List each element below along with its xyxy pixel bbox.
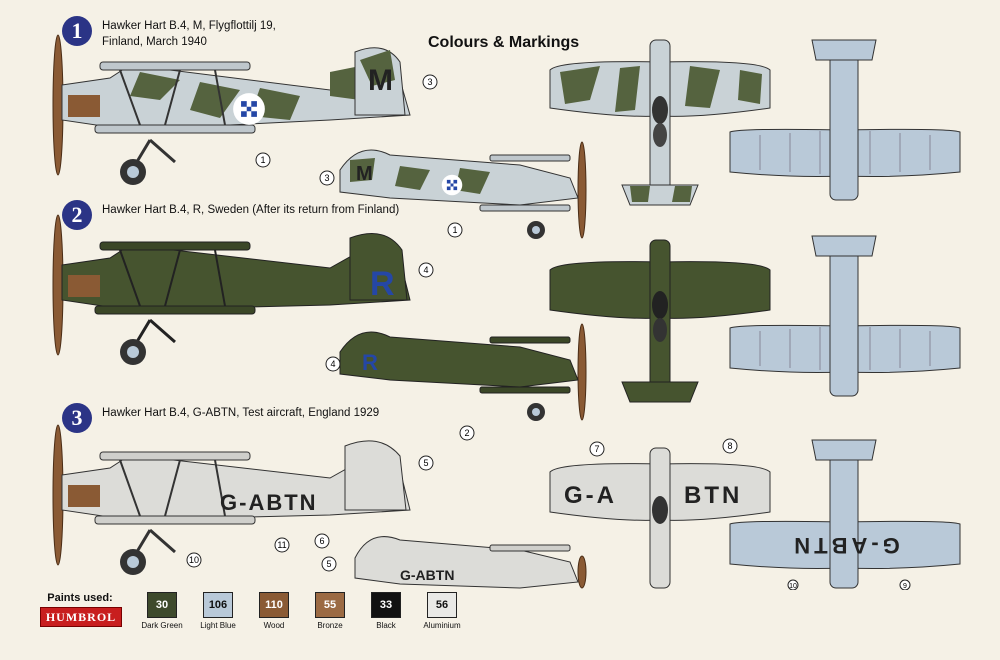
scheme-2-underside-view: [729, 235, 961, 397]
scheme-1-code-large: M: [368, 64, 393, 97]
paint-name: Aluminium: [423, 621, 461, 630]
scheme-3-code-large: G-ABTN: [220, 490, 318, 515]
svg-text:1: 1: [260, 155, 265, 165]
svg-text:6: 6: [319, 536, 324, 546]
scheme-3-wing-left-code: G-A: [564, 482, 617, 509]
svg-text:11: 11: [277, 540, 286, 550]
scheme-2-side-view: R: [52, 214, 411, 365]
svg-text:4: 4: [330, 359, 335, 369]
scheme-2-code-large: R: [370, 265, 395, 303]
humbrol-logo: HUMBROL: [40, 607, 122, 627]
scheme-3-top-view: G-A BTN: [549, 447, 771, 589]
scheme-3-port-view: G-ABTN: [354, 536, 587, 589]
paint-swatch: 106: [203, 592, 233, 618]
callout-11a: 11: [274, 537, 290, 553]
scheme-2-code-small: R: [362, 350, 378, 375]
scheme-1-title: Hawker Hart B.4, M, Flygflottilj 19,: [102, 20, 276, 32]
scheme-1-top-view: [549, 39, 771, 206]
scheme-1-side-view: M: [52, 34, 411, 185]
paint-chip-106: 106 Light Blue: [190, 592, 246, 630]
callout-10a: 10: [186, 552, 202, 568]
callouts: 3 1 3 1 4 4 2 5 6 10 11 5 7 8 10 9: [186, 74, 911, 590]
svg-text:9: 9: [903, 583, 907, 590]
callout-9b: 9: [899, 579, 911, 590]
scheme-3-underside-code: G-ABTN: [790, 533, 900, 558]
paint-chip-110: 110 Wood: [246, 592, 302, 630]
callout-3b: 3: [319, 170, 335, 186]
svg-text:3: 3: [427, 77, 432, 87]
svg-text:2: 2: [464, 428, 469, 438]
paint-name: Wood: [263, 621, 285, 630]
scheme-3-underside-view: G-ABTN: [729, 439, 961, 589]
svg-text:5: 5: [423, 458, 428, 468]
paint-chip-33: 33 Black: [358, 592, 414, 630]
scheme-3-header: 3 Hawker Hart B.4, G-ABTN, Test aircraft…: [62, 403, 379, 433]
callout-7: 7: [589, 441, 605, 457]
paint-name: Dark Green: [141, 621, 183, 630]
scheme-3-wing-right-code: BTN: [684, 482, 742, 509]
scheme-1-subtitle: Finland, March 1940: [102, 36, 207, 48]
scheme-1-header: 1 Hawker Hart B.4, M, Flygflottilj 19, F…: [62, 16, 276, 50]
scheme-1-number: 1: [62, 16, 92, 46]
paint-swatch: 55: [315, 592, 345, 618]
callout-5b: 5: [321, 556, 337, 572]
callout-2: 2: [459, 425, 475, 441]
svg-text:7: 7: [594, 444, 599, 454]
callout-1a: 1: [255, 152, 271, 168]
paint-chip-56: 56 Aluminium: [414, 592, 470, 630]
scheme-3-code-small: G-ABTN: [400, 567, 454, 583]
page-title: Colours & Markings: [428, 34, 580, 51]
callout-1b: 1: [447, 222, 463, 238]
svg-text:3: 3: [324, 173, 329, 183]
svg-text:8: 8: [727, 441, 732, 451]
callout-4b: 4: [325, 356, 341, 372]
paint-name: Light Blue: [200, 621, 236, 630]
paints-label: Paints used:: [47, 592, 113, 604]
paint-name: Bronze: [317, 621, 343, 630]
svg-text:10: 10: [189, 555, 199, 565]
callout-10b: 10: [787, 579, 799, 590]
paint-chip-30: 30 Dark Green: [134, 592, 190, 630]
callout-4a: 4: [418, 262, 434, 278]
callout-8: 8: [722, 438, 738, 454]
scheme-2-top-view: [549, 239, 771, 403]
callout-6: 6: [314, 533, 330, 549]
scheme-3-number: 3: [62, 403, 92, 433]
svg-text:5: 5: [326, 559, 331, 569]
svg-text:10: 10: [789, 583, 797, 590]
scheme-3-title: Hawker Hart B.4, G-ABTN, Test aircraft, …: [102, 407, 380, 419]
paint-swatch: 33: [371, 592, 401, 618]
scheme-2-number: 2: [62, 200, 92, 230]
scheme-2-header: 2 Hawker Hart B.4, R, Sweden (After its …: [62, 200, 399, 230]
callout-5a: 5: [418, 455, 434, 471]
scheme-1-port-view: M: [339, 141, 587, 239]
paint-chip-55: 55 Bronze: [302, 592, 358, 630]
paint-name: Black: [376, 621, 396, 630]
aircraft-artwork: M M: [52, 34, 961, 590]
paint-swatch: 110: [259, 592, 289, 618]
scheme-2-title: Hawker Hart B.4, R, Sweden (After its re…: [102, 204, 400, 216]
svg-text:1: 1: [452, 225, 457, 235]
svg-text:4: 4: [423, 265, 428, 275]
scheme-1-underside-view: [729, 39, 961, 201]
paint-swatch: 30: [147, 592, 177, 618]
scheme-3-side-view: G-ABTN: [52, 424, 411, 575]
paint-swatch: 56: [427, 592, 457, 618]
callout-3a: 3: [422, 74, 438, 90]
scheme-1-code-small: M: [356, 163, 373, 185]
scheme-2-port-view: R: [339, 323, 587, 421]
